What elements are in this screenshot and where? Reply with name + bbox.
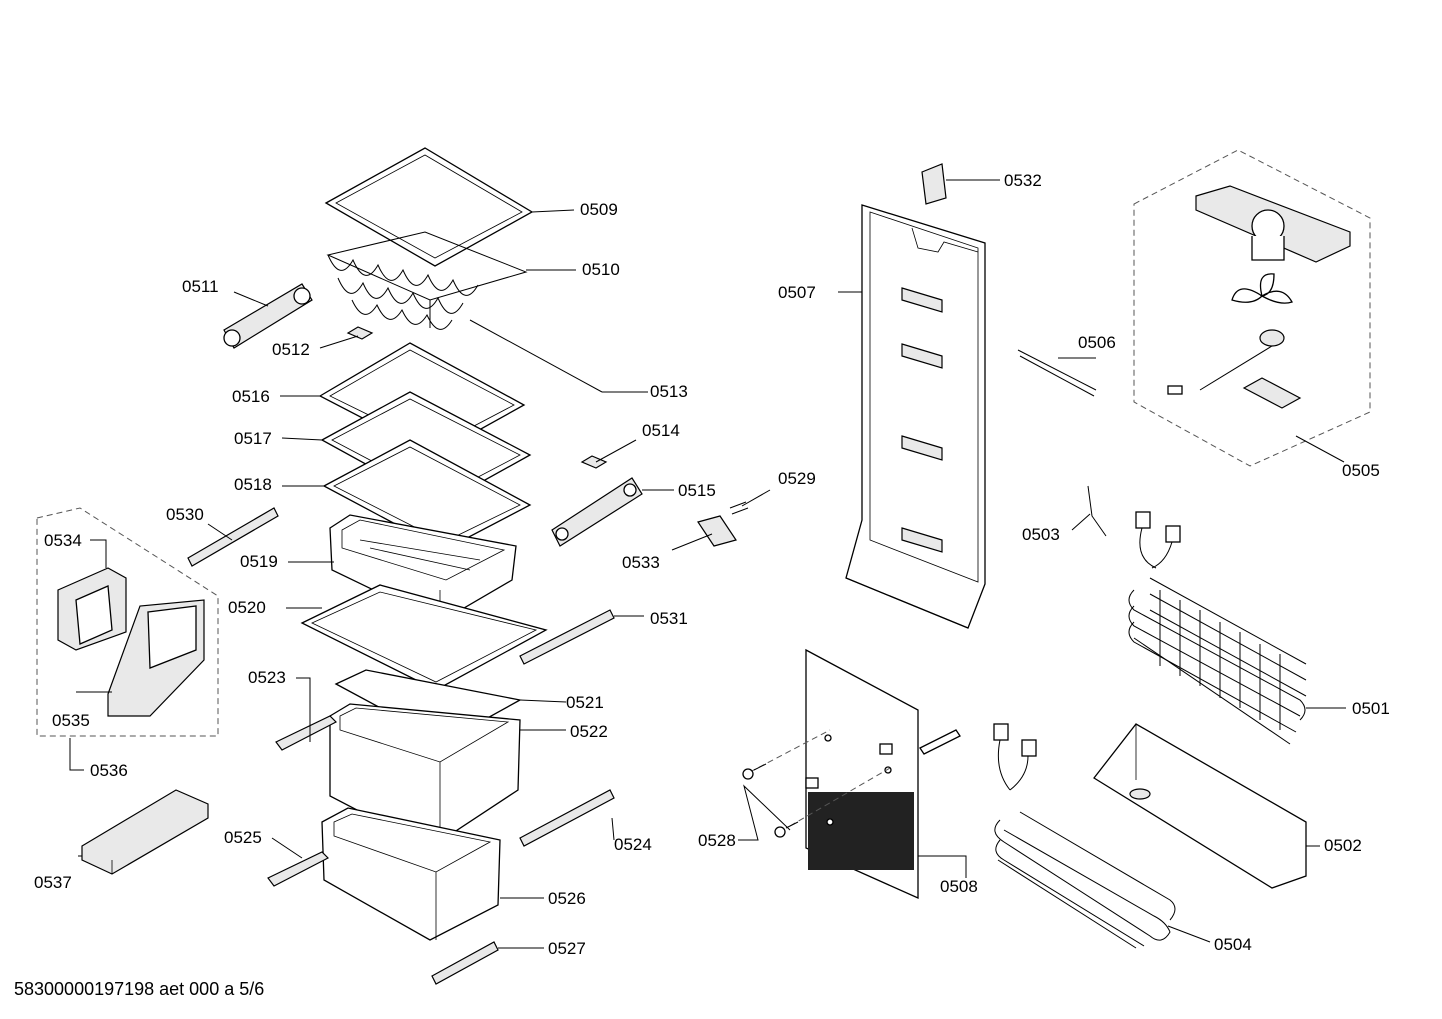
label-0501: 0501 <box>1352 699 1390 718</box>
part-0529-pin <box>729 501 749 515</box>
part-0523-runner <box>275 715 338 751</box>
label-0506: 0506 <box>1078 333 1116 352</box>
part-0510-bottle-rack <box>326 231 528 330</box>
label-0519: 0519 <box>240 552 278 571</box>
part-0506-sensor <box>1017 349 1097 397</box>
label-0530: 0530 <box>166 505 204 524</box>
label-0512: 0512 <box>272 340 310 359</box>
part-0507-rear-panel <box>845 204 986 629</box>
part-0515-bracket <box>551 477 643 547</box>
drawing-id-footer: 58300000197198 aet 000 a 5/6 <box>14 979 265 999</box>
part-0524-runner <box>519 789 615 847</box>
label-0510: 0510 <box>582 260 620 279</box>
label-0524: 0524 <box>614 835 652 854</box>
label-0531: 0531 <box>650 609 688 628</box>
label-0508: 0508 <box>940 877 978 896</box>
label-0521: 0521 <box>566 693 604 712</box>
label-0516: 0516 <box>232 387 270 406</box>
part-0508-evaporator-cover <box>805 648 961 900</box>
label-0536: 0536 <box>90 761 128 780</box>
part-0528-screws <box>742 729 891 838</box>
label-0517: 0517 <box>234 429 272 448</box>
part-0512-clip <box>346 326 374 340</box>
label-0503: 0503 <box>1022 525 1060 544</box>
label-0533: 0533 <box>622 553 660 572</box>
label-0504: 0504 <box>1214 935 1252 954</box>
label-0511: 0511 <box>182 277 219 296</box>
label-0525: 0525 <box>224 828 262 847</box>
label-0518: 0518 <box>234 475 272 494</box>
label-0537: 0537 <box>34 873 72 892</box>
part-0530-runner <box>187 507 279 567</box>
part-0513-rod <box>469 319 603 393</box>
part-0533-switch <box>697 515 737 547</box>
label-0529: 0529 <box>778 469 816 488</box>
part-0504-heater <box>993 723 1176 949</box>
label-0523: 0523 <box>248 668 286 687</box>
leader-lines <box>69 179 1346 949</box>
label-0505: 0505 <box>1342 461 1380 480</box>
label-0507: 0507 <box>778 283 816 302</box>
part-0505-fan-assembly <box>1133 149 1371 467</box>
part-0520-glass-shelf <box>300 584 548 691</box>
label-0527: 0527 <box>548 939 586 958</box>
label-0515: 0515 <box>678 481 716 500</box>
label-0528: 0528 <box>698 831 736 850</box>
label-0522: 0522 <box>570 722 608 741</box>
part-labels: 0509 0510 0511 0512 0513 0516 0517 0514 … <box>34 171 1390 958</box>
part-0536-assembly-group <box>36 507 219 737</box>
label-0502: 0502 <box>1324 836 1362 855</box>
part-0526-drawer <box>321 807 501 941</box>
label-0514: 0514 <box>642 421 680 440</box>
part-0514-clip <box>580 455 608 469</box>
label-0520: 0520 <box>228 598 266 617</box>
part-0501-evaporator <box>1128 511 1307 745</box>
part-0511-side-bracket <box>223 283 313 349</box>
part-0532-plate <box>921 163 947 205</box>
part-0527-runner <box>431 941 499 985</box>
part-0525-runner <box>267 851 330 887</box>
label-0535: 0535 <box>52 711 90 730</box>
part-0537-base-part <box>81 789 209 875</box>
label-0532: 0532 <box>1004 171 1042 190</box>
part-0531-runner <box>519 609 615 665</box>
label-0526: 0526 <box>548 889 586 908</box>
label-0513: 0513 <box>650 382 688 401</box>
part-0502-drip-tray <box>1093 723 1307 889</box>
part-0503-sensor <box>1087 485 1107 537</box>
part-0519-crisper-cover <box>329 514 517 623</box>
label-0509: 0509 <box>580 200 618 219</box>
label-0534: 0534 <box>44 531 82 550</box>
